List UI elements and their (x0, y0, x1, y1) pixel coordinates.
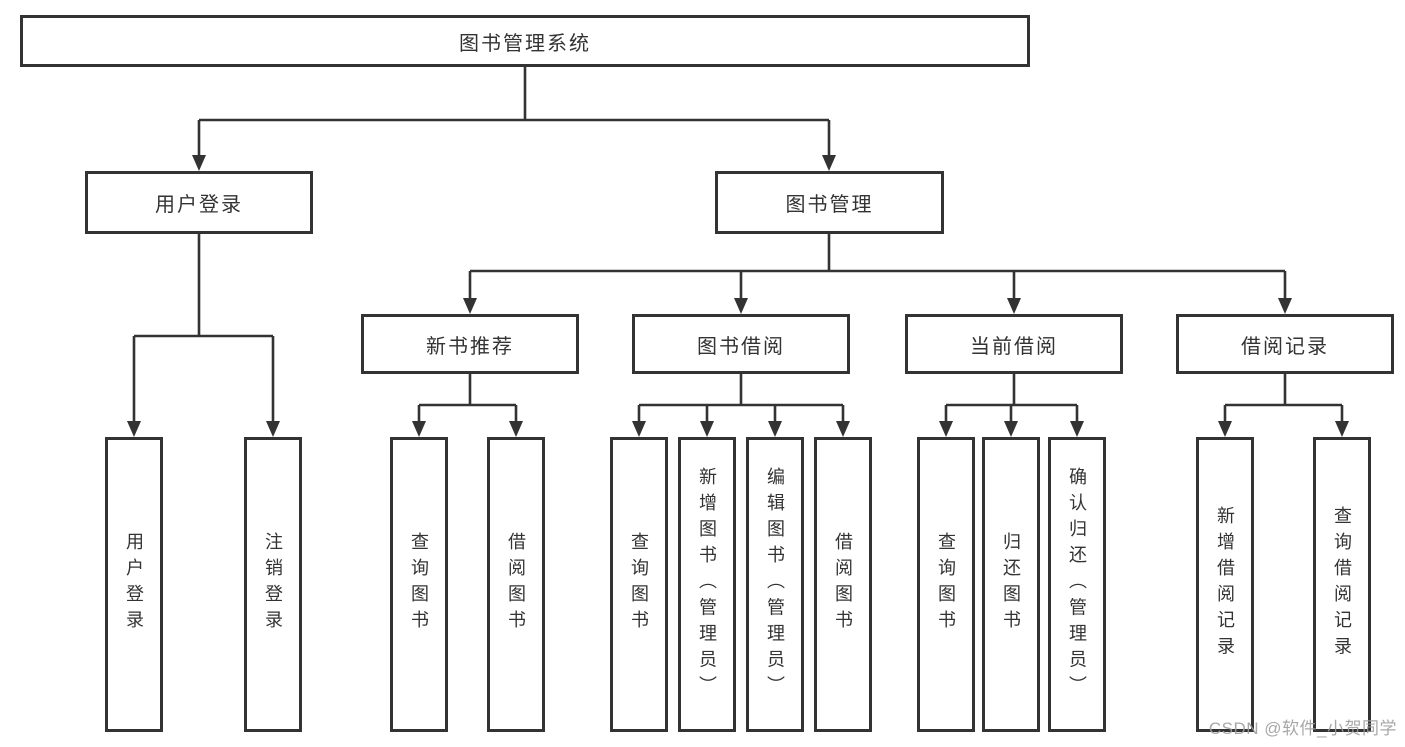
leaf-borrow-books: 借阅图书 (814, 437, 872, 732)
node-new-book-recommend: 新书推荐 (361, 314, 579, 374)
arrowhead-leaf-logout (266, 421, 280, 437)
arrowhead-current-borrow (1007, 298, 1021, 314)
connector-currentborrow-children (944, 374, 1079, 422)
node-root-library-system: 图书管理系统 (20, 15, 1030, 67)
arrowhead-leaf-user-login (127, 421, 141, 437)
arrowhead-leaf-query-books-c (939, 421, 953, 437)
arrowhead-leaf-add-record (1218, 421, 1232, 437)
leaf-add-borrow-record-label: 新增借阅记录 (1215, 506, 1235, 663)
connector-userlogin-children (132, 234, 275, 422)
arrowhead-user-login (192, 155, 206, 171)
leaf-borrow-books-recommend: 借阅图书 (487, 437, 545, 732)
connector-newbook-children (417, 374, 518, 422)
leaf-logout: 注销登录 (244, 437, 302, 732)
arrowhead-borrow-records (1278, 298, 1292, 314)
leaf-logout-label: 注销登录 (263, 532, 283, 637)
leaf-return-books: 归还图书 (982, 437, 1040, 732)
leaf-query-books-current: 查询图书 (917, 437, 975, 732)
leaf-query-books-recommend-label: 查询图书 (409, 532, 429, 637)
leaf-add-borrow-record: 新增借阅记录 (1196, 437, 1254, 732)
leaf-query-books-borrow-label: 查询图书 (629, 532, 649, 637)
connector-root-to-level2 (197, 66, 831, 156)
leaf-query-books-borrow: 查询图书 (610, 437, 668, 732)
connector-bookborrow-children (637, 374, 845, 422)
arrowhead-leaf-add-books (700, 421, 714, 437)
arrowhead-leaf-borrow-books-b (836, 421, 850, 437)
leaf-confirm-return-admin-label: 确认归还（管理员） (1067, 467, 1087, 702)
leaf-user-login: 用户登录 (105, 437, 163, 732)
leaf-add-books-admin: 新增图书（管理员） (678, 437, 736, 732)
node-book-management: 图书管理 (715, 171, 944, 234)
arrowhead-leaf-query-books-b (632, 421, 646, 437)
leaf-add-books-admin-label: 新增图书（管理员） (697, 467, 717, 702)
arrowhead-leaf-borrow-books-a (509, 421, 523, 437)
leaf-confirm-return-admin: 确认归还（管理员） (1048, 437, 1106, 732)
csdn-watermark: CSDN @软件_小贺同学 (1208, 719, 1397, 738)
connector-records-children (1223, 374, 1344, 422)
arrowhead-book-management (822, 155, 836, 171)
node-current-borrow: 当前借阅 (905, 314, 1123, 374)
leaf-query-borrow-record-label: 查询借阅记录 (1332, 506, 1352, 663)
leaf-borrow-books-recommend-label: 借阅图书 (506, 532, 526, 637)
leaf-borrow-books-label: 借阅图书 (833, 532, 853, 637)
connector-bookmgmt-children (468, 234, 1287, 299)
leaf-return-books-label: 归还图书 (1001, 532, 1021, 637)
leaf-query-borrow-record: 查询借阅记录 (1313, 437, 1371, 732)
node-user-login: 用户登录 (85, 171, 313, 234)
leaf-query-books-current-label: 查询图书 (936, 532, 956, 637)
arrowhead-leaf-query-record (1335, 421, 1349, 437)
leaf-edit-books-admin-label: 编辑图书（管理员） (765, 467, 785, 702)
arrowhead-leaf-query-books-a (412, 421, 426, 437)
arrowhead-book-borrow (734, 298, 748, 314)
node-book-borrow: 图书借阅 (632, 314, 850, 374)
leaf-query-books-recommend: 查询图书 (390, 437, 448, 732)
node-borrow-records: 借阅记录 (1176, 314, 1394, 374)
leaf-edit-books-admin: 编辑图书（管理员） (746, 437, 804, 732)
leaf-user-login-label: 用户登录 (124, 532, 144, 637)
arrowhead-leaf-edit-books (768, 421, 782, 437)
arrowhead-new-book-recommend (463, 298, 477, 314)
arrowhead-leaf-return-books (1004, 421, 1018, 437)
arrowhead-leaf-confirm-return (1070, 421, 1084, 437)
